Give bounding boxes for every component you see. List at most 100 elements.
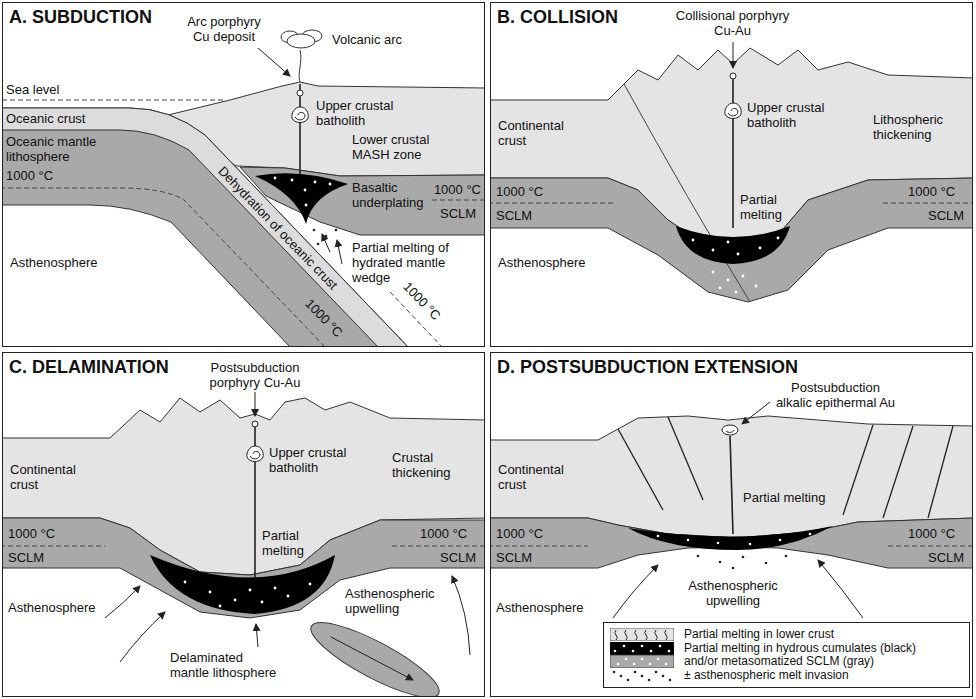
melt-dots (732, 567, 735, 570)
legend-sample (633, 663, 636, 666)
legend-sample (632, 650, 635, 653)
isotherm-line (490, 546, 973, 547)
upwelling-arrow (818, 560, 863, 618)
label: Dehydration of oceanic crust (215, 164, 340, 293)
collision-section (488, 42, 974, 302)
panel: A. SUBDUCTION (2, 2, 485, 347)
subduction-section (2, 30, 485, 347)
label: 1000 °C (496, 184, 543, 199)
batholith-symbol (725, 103, 741, 119)
leader-line (733, 42, 734, 68)
eruption-plume (281, 30, 322, 82)
melt-dots (219, 605, 222, 608)
melt-dots (735, 291, 738, 294)
leader-line (742, 402, 770, 424)
melt-dots (317, 243, 320, 246)
label: SCLM (928, 208, 964, 223)
melt-dots (657, 533, 812, 546)
legend-sample (610, 628, 674, 641)
melt-arrow (337, 240, 342, 264)
batholith-symbol (295, 112, 305, 119)
subduction-section (0, 30, 486, 349)
delamination-section (0, 392, 486, 699)
legend-text: Partial melting in lower crust (684, 628, 929, 641)
label: 1000 °C (434, 182, 481, 197)
upwelling-arrow (105, 576, 470, 662)
melt-dots (184, 581, 312, 608)
deposit-symbol (297, 90, 303, 96)
label: Oceanic mantle lithosphere (6, 134, 116, 164)
batholith-symbol (292, 107, 308, 123)
melt-dots (697, 555, 700, 558)
melt-dots (274, 587, 277, 590)
label: 1000 °C (420, 526, 467, 541)
label: Arc porphyry Cu deposit (180, 14, 268, 44)
melt-dots (313, 229, 316, 232)
sclm (2, 518, 485, 618)
melt-dots (274, 177, 277, 180)
legend-sample (669, 679, 672, 682)
legend-sample (650, 650, 653, 653)
upwelling-arrow (120, 612, 165, 662)
label: Upper crustal batholith (269, 445, 364, 475)
melt-dots (712, 271, 715, 274)
legend-sample (655, 671, 658, 674)
melt-dots (325, 235, 328, 238)
batholith-symbol (250, 451, 260, 458)
upwelling-arrow (613, 565, 658, 618)
label: 1000 °C (8, 526, 55, 541)
isotherm-line (432, 200, 485, 201)
deposit-symbol (726, 430, 734, 432)
label: Asthenosphere (8, 600, 95, 615)
label: Upper crustal batholith (316, 98, 411, 128)
batholith-symbol (247, 446, 263, 462)
melt-dots (727, 279, 730, 282)
deposit-symbol (252, 421, 258, 427)
label: Partial melting (262, 528, 317, 558)
legend-sample (610, 642, 674, 655)
suture-line (624, 84, 750, 302)
legend-sample (665, 663, 668, 666)
label: Asthenosphere (10, 255, 97, 270)
upwelling-arrow (105, 586, 140, 618)
isotherm-line (392, 546, 485, 547)
label: 1000 °C (6, 168, 53, 183)
melt-dots (697, 555, 788, 570)
oceanic-lithosphere (2, 108, 410, 347)
label: Upper crustal batholith (747, 100, 842, 130)
melt-dots (785, 555, 788, 558)
melt-dots (742, 556, 745, 559)
melt-arrow (322, 234, 330, 252)
legend-sample (649, 663, 652, 666)
legend-sample (610, 642, 674, 668)
legend-sample (617, 663, 620, 666)
melt-dots (687, 539, 690, 542)
melt-zone (628, 526, 833, 550)
legend-sample (648, 679, 651, 682)
legend-sample (634, 671, 637, 674)
legend-sample (641, 675, 644, 678)
melt-dots (737, 253, 740, 256)
label: SCLM (928, 550, 964, 565)
panel-title: A. SUBDUCTION (3, 3, 484, 28)
melt-dots (304, 189, 307, 192)
normal-fault (883, 426, 913, 518)
deposit-symbol (722, 425, 738, 435)
label: 1000 °C (908, 526, 955, 541)
label: SCLM (496, 550, 532, 565)
melt-dots (692, 239, 695, 242)
melt-dots (742, 275, 745, 278)
panel-title: C. DELAMINATION (3, 353, 484, 378)
isotherm-line (390, 292, 444, 347)
isotherm-line (2, 546, 105, 547)
upwelling-arrow (256, 624, 258, 647)
legend-sample (625, 658, 628, 661)
legend-sample (641, 645, 644, 648)
label: SCLM (8, 550, 44, 565)
legend-item: Partial melting in lower crust (610, 628, 963, 641)
normal-fault (843, 425, 873, 515)
magma-conduit (730, 436, 733, 534)
label: SCLM (440, 550, 476, 565)
